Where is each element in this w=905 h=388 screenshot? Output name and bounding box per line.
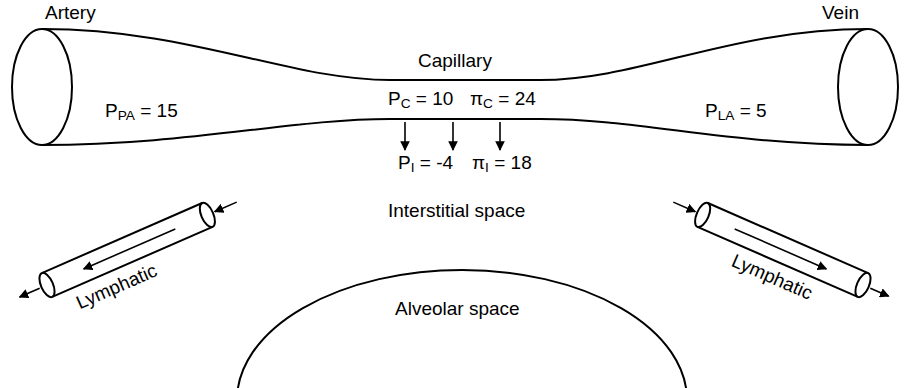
pressure-value: πI = 18 bbox=[472, 152, 532, 175]
value: = 15 bbox=[135, 100, 178, 121]
symbol: π bbox=[470, 88, 483, 109]
subscript: PA bbox=[118, 108, 135, 123]
vessel-outline bbox=[660, 190, 905, 325]
lymph-flow-arrow bbox=[673, 202, 695, 212]
vessel-outline bbox=[610, 0, 905, 160]
subscript: C bbox=[401, 96, 411, 111]
subscript: C bbox=[483, 96, 493, 111]
lymph-flow-arrow bbox=[870, 288, 888, 296]
symbol: P bbox=[705, 100, 718, 121]
outline-stroke bbox=[197, 201, 218, 230]
outline-stroke bbox=[42, 119, 300, 145]
filtration-arrow bbox=[404, 122, 406, 150]
outline-stroke bbox=[838, 29, 898, 145]
value: = 10 bbox=[411, 88, 454, 109]
filtration-arrow bbox=[452, 122, 454, 150]
outline-stroke bbox=[42, 29, 300, 80]
pressure-value: PLA = 5 bbox=[705, 100, 767, 123]
pressure-value: PI = -4 bbox=[398, 152, 453, 175]
value: = 24 bbox=[493, 88, 536, 109]
vessel-outline bbox=[225, 262, 705, 388]
subscript: LA bbox=[718, 108, 735, 123]
alveolus-outline: Alveolar space bbox=[225, 262, 705, 388]
outline-stroke bbox=[237, 270, 687, 388]
subscript: I bbox=[411, 160, 415, 175]
symbol: P bbox=[105, 100, 118, 121]
value: = 18 bbox=[489, 152, 532, 173]
outline-stroke bbox=[42, 203, 202, 273]
vein-vessel: VeinPLA = 5 bbox=[610, 0, 905, 160]
artery-vessel: ArteryPPA = 15 bbox=[0, 0, 300, 160]
filtration-arrow bbox=[499, 122, 501, 150]
outline-stroke bbox=[692, 201, 713, 230]
value: = -4 bbox=[415, 152, 454, 173]
pressure-value: PC = 10 bbox=[388, 88, 453, 111]
outline-stroke bbox=[12, 29, 72, 145]
pressure-value: πC = 24 bbox=[470, 88, 536, 111]
space-name: Interstitial space bbox=[388, 200, 525, 223]
outline-stroke bbox=[36, 271, 57, 300]
space-name: Alveolar space bbox=[395, 298, 520, 321]
symbol: P bbox=[398, 152, 411, 173]
vessel-outline bbox=[0, 0, 300, 160]
subscript: I bbox=[485, 160, 489, 175]
capillary-vessel: CapillaryPC = 10πC = 24 bbox=[300, 0, 610, 160]
symbol: π bbox=[472, 152, 485, 173]
outline-stroke bbox=[300, 119, 610, 145]
outline-stroke bbox=[300, 29, 610, 80]
lymphatic-vessel: Lymphatic bbox=[0, 190, 250, 325]
vessel-outline bbox=[0, 190, 250, 325]
outline-stroke bbox=[610, 29, 868, 80]
lymphatic-vessel: Lymphatic bbox=[660, 190, 905, 325]
lymph-flow-arrow bbox=[20, 288, 40, 297]
outline-stroke bbox=[852, 271, 873, 300]
pressure-value: PPA = 15 bbox=[105, 100, 178, 123]
vessel-name: Vein bbox=[822, 2, 859, 25]
value: = 5 bbox=[734, 100, 766, 121]
symbol: P bbox=[388, 88, 401, 109]
lymph-flow-arrow bbox=[215, 202, 237, 212]
outline-stroke bbox=[610, 119, 868, 145]
vessel-name: Capillary bbox=[418, 50, 492, 73]
vessel-outline bbox=[300, 0, 610, 160]
vessel-name: Artery bbox=[45, 2, 96, 25]
